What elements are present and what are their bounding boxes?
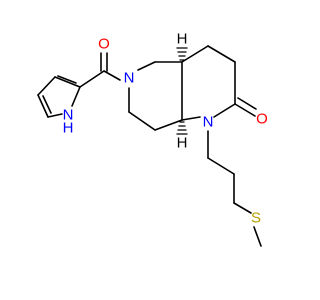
bond-pyrrole-c2-c3 <box>54 76 81 88</box>
bond-layer <box>37 45 262 247</box>
stereo-h-top-label: H <box>177 31 188 48</box>
stereo-h-bottom-label: H <box>177 135 188 152</box>
bond-pyrrole-c2-c3-inner <box>57 75 77 84</box>
amide-nitrogen-label: N <box>124 70 135 87</box>
sulfur-label: S <box>251 210 261 227</box>
bond-c2-n1 <box>213 103 236 118</box>
bond-pyrrole-c5-n1 <box>47 113 63 118</box>
lactam-oxygen-label: O <box>256 111 268 128</box>
bond-pyrrole-c3-c4 <box>37 76 56 96</box>
bond-c-pyrrole <box>79 70 105 88</box>
pyrrole-nitrogen-label: N <box>63 107 74 124</box>
bond-n6-c5 <box>137 61 156 71</box>
bond-n1-c8a <box>181 116 201 121</box>
lactam-nitrogen-label: N <box>203 114 214 131</box>
bond-co-lactam-1 <box>234 103 256 117</box>
bond-c4a-c4 <box>181 45 209 63</box>
bond-pyrrole-c4-c5-inner <box>42 95 52 114</box>
stereo-hash-top <box>176 47 188 61</box>
bond-c4-c3 <box>207 45 236 63</box>
atom-layer: O N N H N O S H H <box>63 31 268 227</box>
bond-c-n6 <box>103 70 121 81</box>
bond-co-lactam-2 <box>237 97 257 110</box>
stereo-hash-bottom <box>176 121 188 135</box>
bond-c8-c8a <box>154 119 183 131</box>
bond-chain3-s <box>233 202 252 214</box>
bond-s-methyl <box>253 226 262 247</box>
molecule-structure-diagram: O N N H N O S H H <box>37 31 268 247</box>
pyrrole-hydrogen-label: H <box>63 120 74 137</box>
bond-pyrrole-c4-c5 <box>37 94 49 118</box>
bond-chain1-chain2 <box>207 157 235 175</box>
bond-pyrrole-n1-c2 <box>71 86 81 107</box>
bond-c7-c8 <box>128 111 156 131</box>
carbonyl-oxygen-label: O <box>98 36 110 53</box>
